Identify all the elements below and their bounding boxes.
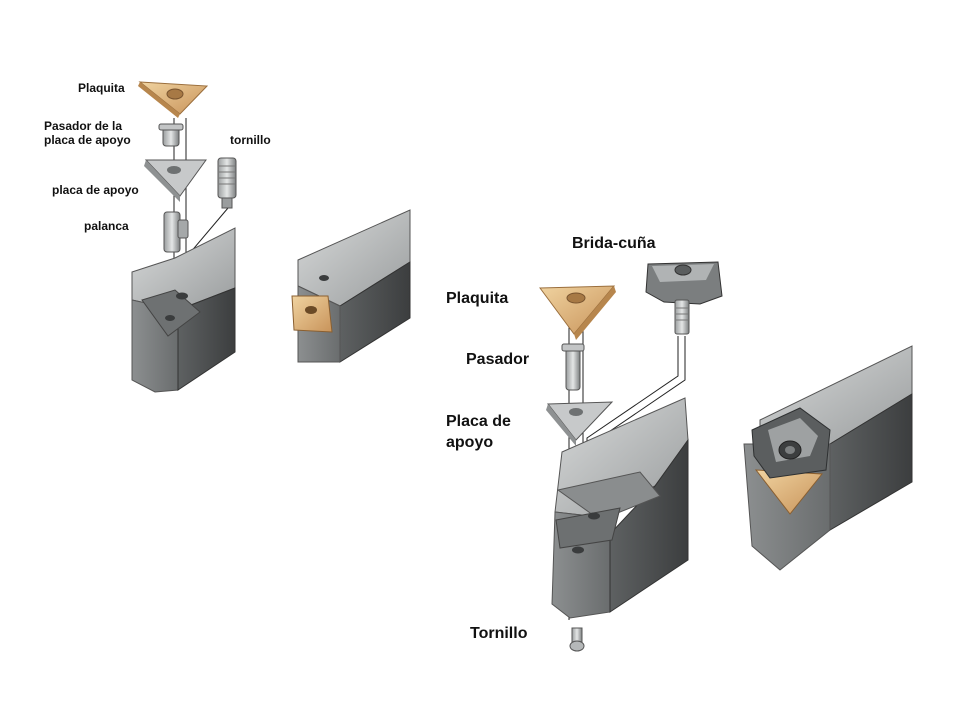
toolholder-b-assembled (743, 345, 913, 571)
label-brida-cuna-b: Brida-cuña (572, 235, 656, 252)
toolholder-b-body (551, 397, 689, 619)
label-plaquita-b: Plaquita (446, 290, 509, 307)
lever-a-icon (163, 211, 189, 253)
seat-b-icon (546, 401, 614, 446)
label-tornillo-b: Tornillo (470, 625, 528, 642)
screw-a-icon (217, 157, 237, 209)
diagram-a-exploded (131, 81, 411, 393)
label-placa-apoyo-b: Placa de apoyo (446, 413, 511, 451)
screw-b-icon (569, 627, 585, 652)
label-pasador-b: Pasador (466, 351, 530, 368)
seat-a-icon (144, 159, 207, 202)
insert-a-icon (138, 81, 209, 118)
label-plaquita-a: Plaquita (78, 81, 125, 95)
wedge-clamp-b-icon (645, 261, 723, 335)
label-placa-apoyo-a: placa de apoyo (52, 183, 139, 197)
label-pasador-placa-apoyo-a: Pasador de la placa de apoyo (44, 119, 131, 147)
diagram-b-exploded (539, 261, 913, 652)
toolholder-a-body (131, 227, 236, 393)
toolholder-a-assembled (291, 209, 411, 363)
label-tornillo-a: tornillo (230, 133, 271, 147)
label-palanca-a: palanca (84, 219, 129, 233)
insert-b-icon (539, 285, 616, 340)
seat-pin-a-icon (158, 123, 184, 147)
pin-b-icon (561, 343, 585, 391)
insert-a-mounted-icon (291, 295, 333, 333)
